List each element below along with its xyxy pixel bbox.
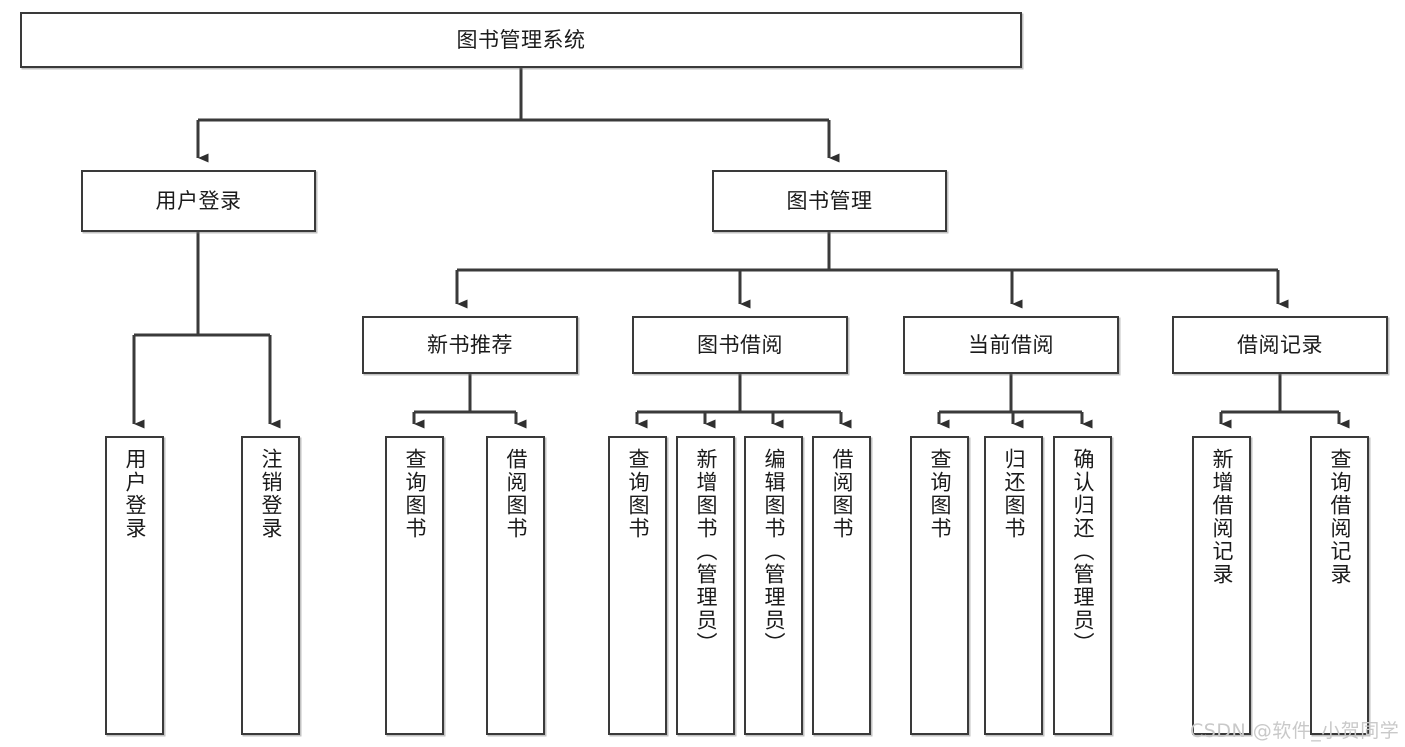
node-leaf-query-book-rec[interactable]: 查询图书 (385, 436, 444, 735)
node-leaf-query-borrow-record-label: 查询借阅记录 (1328, 448, 1352, 586)
node-leaf-borrow-book-rec[interactable]: 借阅图书 (486, 436, 545, 735)
node-borrow-record-label: 借阅记录 (1237, 332, 1323, 357)
node-book-manage[interactable]: 图书管理 (712, 170, 947, 232)
node-leaf-query-book-borrow[interactable]: 查询图书 (608, 436, 667, 735)
node-leaf-user-logout[interactable]: 注销登录 (241, 436, 300, 735)
node-leaf-query-borrow-record[interactable]: 查询借阅记录 (1310, 436, 1369, 735)
node-root-label: 图书管理系统 (456, 27, 586, 52)
node-user-login[interactable]: 用户登录 (81, 170, 316, 232)
node-new-book-recommend[interactable]: 新书推荐 (362, 316, 578, 374)
watermark: CSDN @软件_小贺同学 (1190, 720, 1400, 742)
node-leaf-borrow-book[interactable]: 借阅图书 (812, 436, 871, 735)
node-leaf-edit-book-admin-label: 编辑图书（管理员） (762, 448, 786, 655)
node-leaf-user-login[interactable]: 用户登录 (105, 436, 164, 735)
node-leaf-add-borrow-record-label: 新增借阅记录 (1210, 448, 1234, 586)
node-borrow-record[interactable]: 借阅记录 (1172, 316, 1388, 374)
node-current-borrow-label: 当前借阅 (968, 332, 1054, 357)
node-leaf-borrow-book-label: 借阅图书 (830, 448, 854, 540)
node-leaf-add-book-admin-label: 新增图书（管理员） (694, 448, 718, 655)
node-current-borrow[interactable]: 当前借阅 (903, 316, 1119, 374)
node-book-borrow[interactable]: 图书借阅 (632, 316, 848, 374)
node-leaf-query-book-current[interactable]: 查询图书 (910, 436, 969, 735)
node-leaf-query-book-borrow-label: 查询图书 (626, 448, 650, 540)
node-leaf-confirm-return-admin-label: 确认归还（管理员） (1071, 448, 1095, 655)
node-user-login-label: 用户登录 (155, 188, 242, 213)
node-leaf-add-borrow-record[interactable]: 新增借阅记录 (1192, 436, 1251, 735)
node-new-book-recommend-label: 新书推荐 (427, 332, 513, 357)
node-root[interactable]: 图书管理系统 (20, 12, 1022, 68)
node-book-manage-label: 图书管理 (786, 188, 873, 213)
node-leaf-add-book-admin[interactable]: 新增图书（管理员） (676, 436, 735, 735)
node-leaf-confirm-return-admin[interactable]: 确认归还（管理员） (1053, 436, 1112, 735)
node-leaf-user-login-label: 用户登录 (123, 448, 147, 540)
node-leaf-return-book-label: 归还图书 (1002, 448, 1026, 540)
node-leaf-query-book-current-label: 查询图书 (928, 448, 952, 540)
node-book-borrow-label: 图书借阅 (697, 332, 783, 357)
node-leaf-edit-book-admin[interactable]: 编辑图书（管理员） (744, 436, 803, 735)
node-leaf-query-book-rec-label: 查询图书 (403, 448, 427, 540)
node-leaf-user-logout-label: 注销登录 (259, 448, 283, 540)
node-leaf-return-book[interactable]: 归还图书 (984, 436, 1043, 735)
node-leaf-borrow-book-rec-label: 借阅图书 (504, 448, 528, 540)
